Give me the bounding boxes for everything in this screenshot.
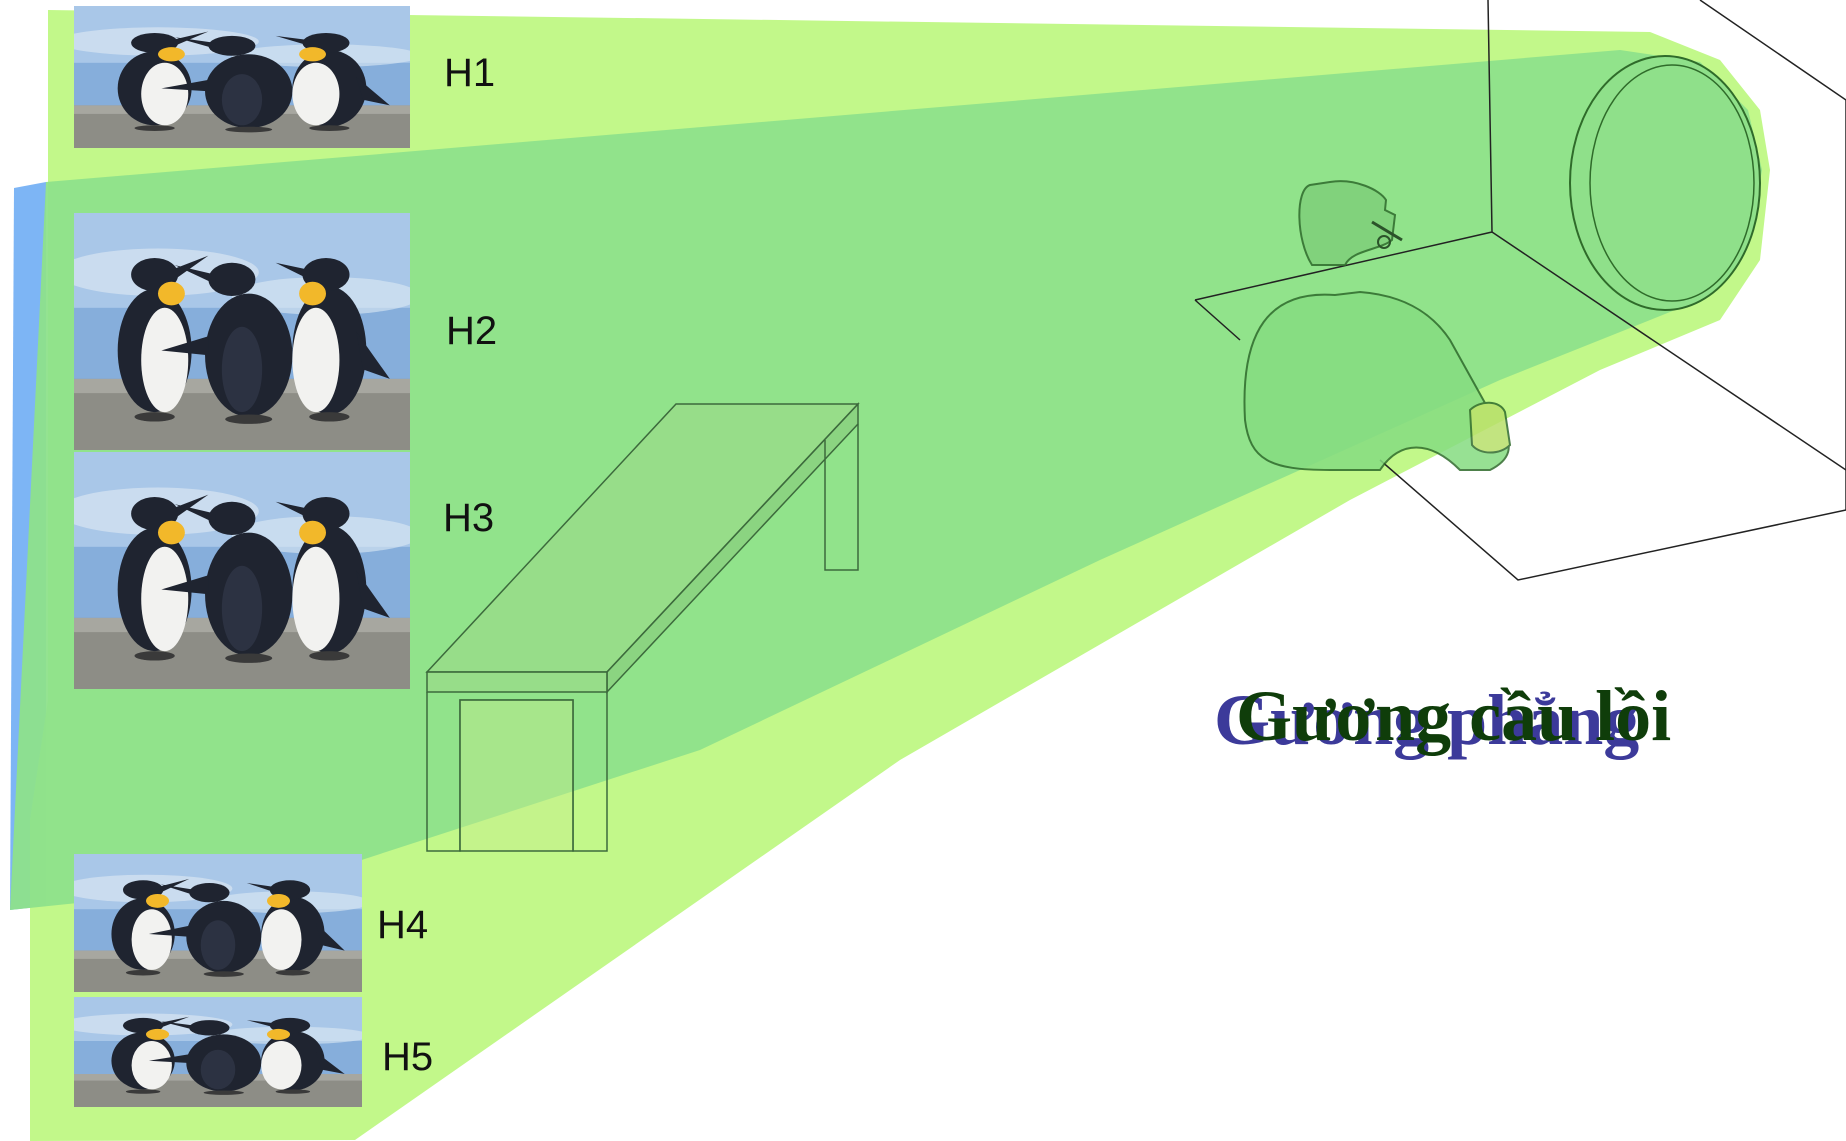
label-h2: H2	[446, 309, 497, 353]
room-outline	[1194, 0, 1846, 581]
convex-mirror-icon	[1569, 55, 1761, 311]
title-plane-mirror: Gương phẳng	[1214, 680, 1639, 760]
seated-person-icon	[1243, 180, 1512, 471]
title-convex-mirror: Gương cầu lồi	[1236, 676, 1671, 756]
label-h5: H5	[382, 1035, 433, 1079]
image-h1	[74, 6, 410, 148]
image-h3	[74, 452, 410, 689]
label-h4: H4	[377, 903, 428, 947]
label-h3: H3	[443, 496, 494, 540]
image-h5	[74, 997, 362, 1107]
image-h4	[74, 854, 362, 992]
label-h1: H1	[444, 51, 495, 95]
image-h2	[74, 213, 410, 450]
table-icon	[425, 402, 860, 852]
